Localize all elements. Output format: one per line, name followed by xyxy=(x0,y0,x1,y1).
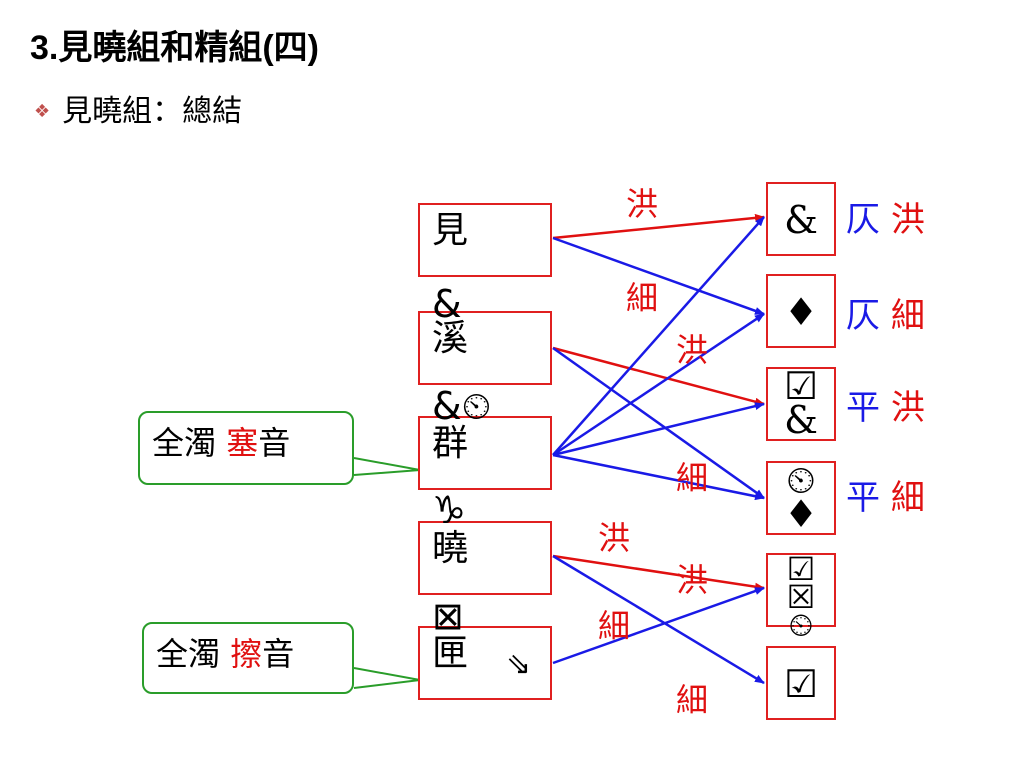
edge-xiao-to-r6 xyxy=(552,554,765,685)
box-qun-label: 群 xyxy=(432,423,469,464)
type-label: 洪 xyxy=(890,388,925,428)
callout-pointer-1 xyxy=(353,457,421,476)
callout-suffix: 音 xyxy=(258,424,291,462)
edge-label: 洪 xyxy=(626,185,659,223)
summary-bullet: ❖ 見曉組：總結 xyxy=(34,92,242,136)
edge-label: 細 xyxy=(598,607,631,645)
box-r6-symbol: ☑ xyxy=(783,662,819,706)
callout-prefix: 全濁 xyxy=(156,635,221,673)
edge-label: 細 xyxy=(676,459,709,497)
callout-suffix: 音 xyxy=(262,635,295,673)
box-xiao-label: 曉 xyxy=(432,528,469,569)
diamond-bullet-icon: ❖ xyxy=(34,101,51,122)
callout-pointer-2 xyxy=(353,667,421,689)
callout-stop: 全濁 塞音 xyxy=(138,411,354,485)
box-jian: 見 xyxy=(418,203,552,277)
right-label-1: 仄 洪 xyxy=(846,200,925,240)
box-r1-symbol: & xyxy=(784,198,818,242)
edge-xiao-to-r5 xyxy=(552,554,765,591)
summary-text: 見曉組：總結 xyxy=(62,94,243,129)
box-r5: ☑ ☒ ⏲ xyxy=(766,553,836,641)
edge-jian-to-r1 xyxy=(552,213,765,240)
right-label-3: 平 洪 xyxy=(846,388,925,428)
edge-xia-to-r5 xyxy=(552,586,765,665)
capricorn-glyph: ♑ xyxy=(432,488,467,532)
edge-xi-to-r3 xyxy=(552,346,765,406)
type-label: 細 xyxy=(890,478,925,518)
edge-qun-to-r1 xyxy=(552,216,765,456)
ampersand-glyph: & xyxy=(432,282,462,326)
box-r3-symbol: ☑ & xyxy=(783,364,819,442)
tone-label: 平 xyxy=(846,388,880,428)
box-r5-symbol: ☑ ☒ ⏲ xyxy=(786,550,816,644)
tone-label: 仄 xyxy=(846,200,880,240)
callout-highlight: 塞 xyxy=(226,424,259,462)
edge-label: 洪 xyxy=(676,561,709,599)
box-xia: 匣 xyxy=(418,626,552,700)
box-xi: 溪 xyxy=(418,311,552,385)
edge-xi-to-r4 xyxy=(552,346,765,500)
ampersand-clock-glyph: &⏲ xyxy=(432,384,492,428)
edge-label: 細 xyxy=(626,279,659,317)
edge-qun-to-r4 xyxy=(552,453,765,501)
callout-prefix: 全濁 xyxy=(152,424,217,462)
box-qun: 群 xyxy=(418,416,552,490)
box-xia-label: 匣 xyxy=(432,633,469,674)
box-r6: ☑ xyxy=(766,646,836,720)
edge-qun-to-r2 xyxy=(552,312,765,457)
box-r4-symbol: ⏲ ♦ xyxy=(783,458,819,536)
edge-label: 洪 xyxy=(598,519,631,557)
edge-jian-to-r2 xyxy=(552,236,765,316)
callout-highlight: 擦 xyxy=(230,635,263,673)
box-jian-label: 見 xyxy=(432,210,469,251)
box-r2: ♦ xyxy=(766,274,836,348)
type-label: 洪 xyxy=(890,200,925,240)
tone-label: 平 xyxy=(846,478,880,518)
edge-label: 細 xyxy=(676,681,709,719)
edge-label: 洪 xyxy=(676,331,709,369)
box-xi-label: 溪 xyxy=(432,318,469,359)
box-r3: ☑ & xyxy=(766,367,836,441)
boxed-x-glyph: ⊠ xyxy=(432,594,464,638)
page-title: 3.見曉組和精組(四) xyxy=(30,29,319,67)
type-label: 細 xyxy=(890,296,925,336)
box-r2-symbol: ♦ xyxy=(783,290,819,334)
right-label-4: 平 細 xyxy=(846,478,925,518)
right-label-2: 仄 細 xyxy=(846,296,925,336)
callout-fricative: 全濁 擦音 xyxy=(142,622,354,694)
box-r1: & xyxy=(766,182,836,256)
tone-label: 仄 xyxy=(846,296,880,336)
arrow-glyph: ⇘ xyxy=(506,647,532,682)
box-xiao: 曉 xyxy=(418,521,552,595)
edge-qun-to-r3 xyxy=(552,402,765,457)
box-r4: ⏲ ♦ xyxy=(766,461,836,535)
